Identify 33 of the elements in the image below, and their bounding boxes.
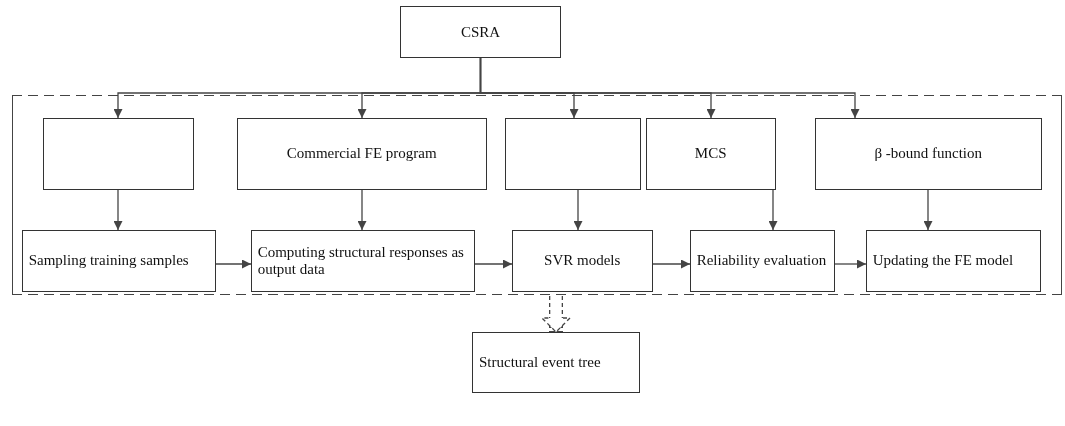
box-label: Computing structural responses as output data bbox=[257, 243, 465, 278]
process-box bbox=[42, 117, 194, 190]
box-label: Sampling training samples bbox=[28, 252, 189, 270]
arrow bbox=[834, 259, 867, 269]
arrow bbox=[652, 259, 691, 269]
arrow bbox=[357, 189, 367, 231]
box-label: SVR models bbox=[544, 252, 621, 270]
box-label: Reliability evaluation bbox=[696, 252, 827, 270]
arrow bbox=[113, 189, 123, 231]
arrow bbox=[768, 189, 778, 231]
process-box bbox=[814, 117, 1042, 190]
process-box bbox=[689, 229, 835, 292]
box-label: β -bound function bbox=[874, 145, 982, 163]
box-label: CSRA bbox=[460, 23, 501, 41]
process-box bbox=[250, 229, 475, 292]
arrow bbox=[923, 189, 933, 231]
process-box bbox=[400, 6, 561, 58]
box-label: Updating the FE model bbox=[872, 252, 1014, 270]
arrow bbox=[474, 259, 513, 269]
process-box bbox=[504, 117, 641, 190]
box-label: MCS bbox=[694, 145, 727, 163]
process-box bbox=[472, 332, 640, 393]
dashed-group-box bbox=[12, 95, 1062, 295]
box-label: Commercial FE program bbox=[286, 145, 437, 163]
process-box bbox=[236, 117, 487, 190]
process-box bbox=[865, 229, 1041, 292]
process-box bbox=[511, 229, 653, 292]
box-label: Structural event tree bbox=[479, 354, 601, 371]
process-box bbox=[21, 229, 216, 292]
arrow bbox=[479, 57, 860, 119]
arrow bbox=[573, 189, 583, 231]
arrow bbox=[215, 259, 252, 269]
process-box bbox=[645, 117, 776, 190]
